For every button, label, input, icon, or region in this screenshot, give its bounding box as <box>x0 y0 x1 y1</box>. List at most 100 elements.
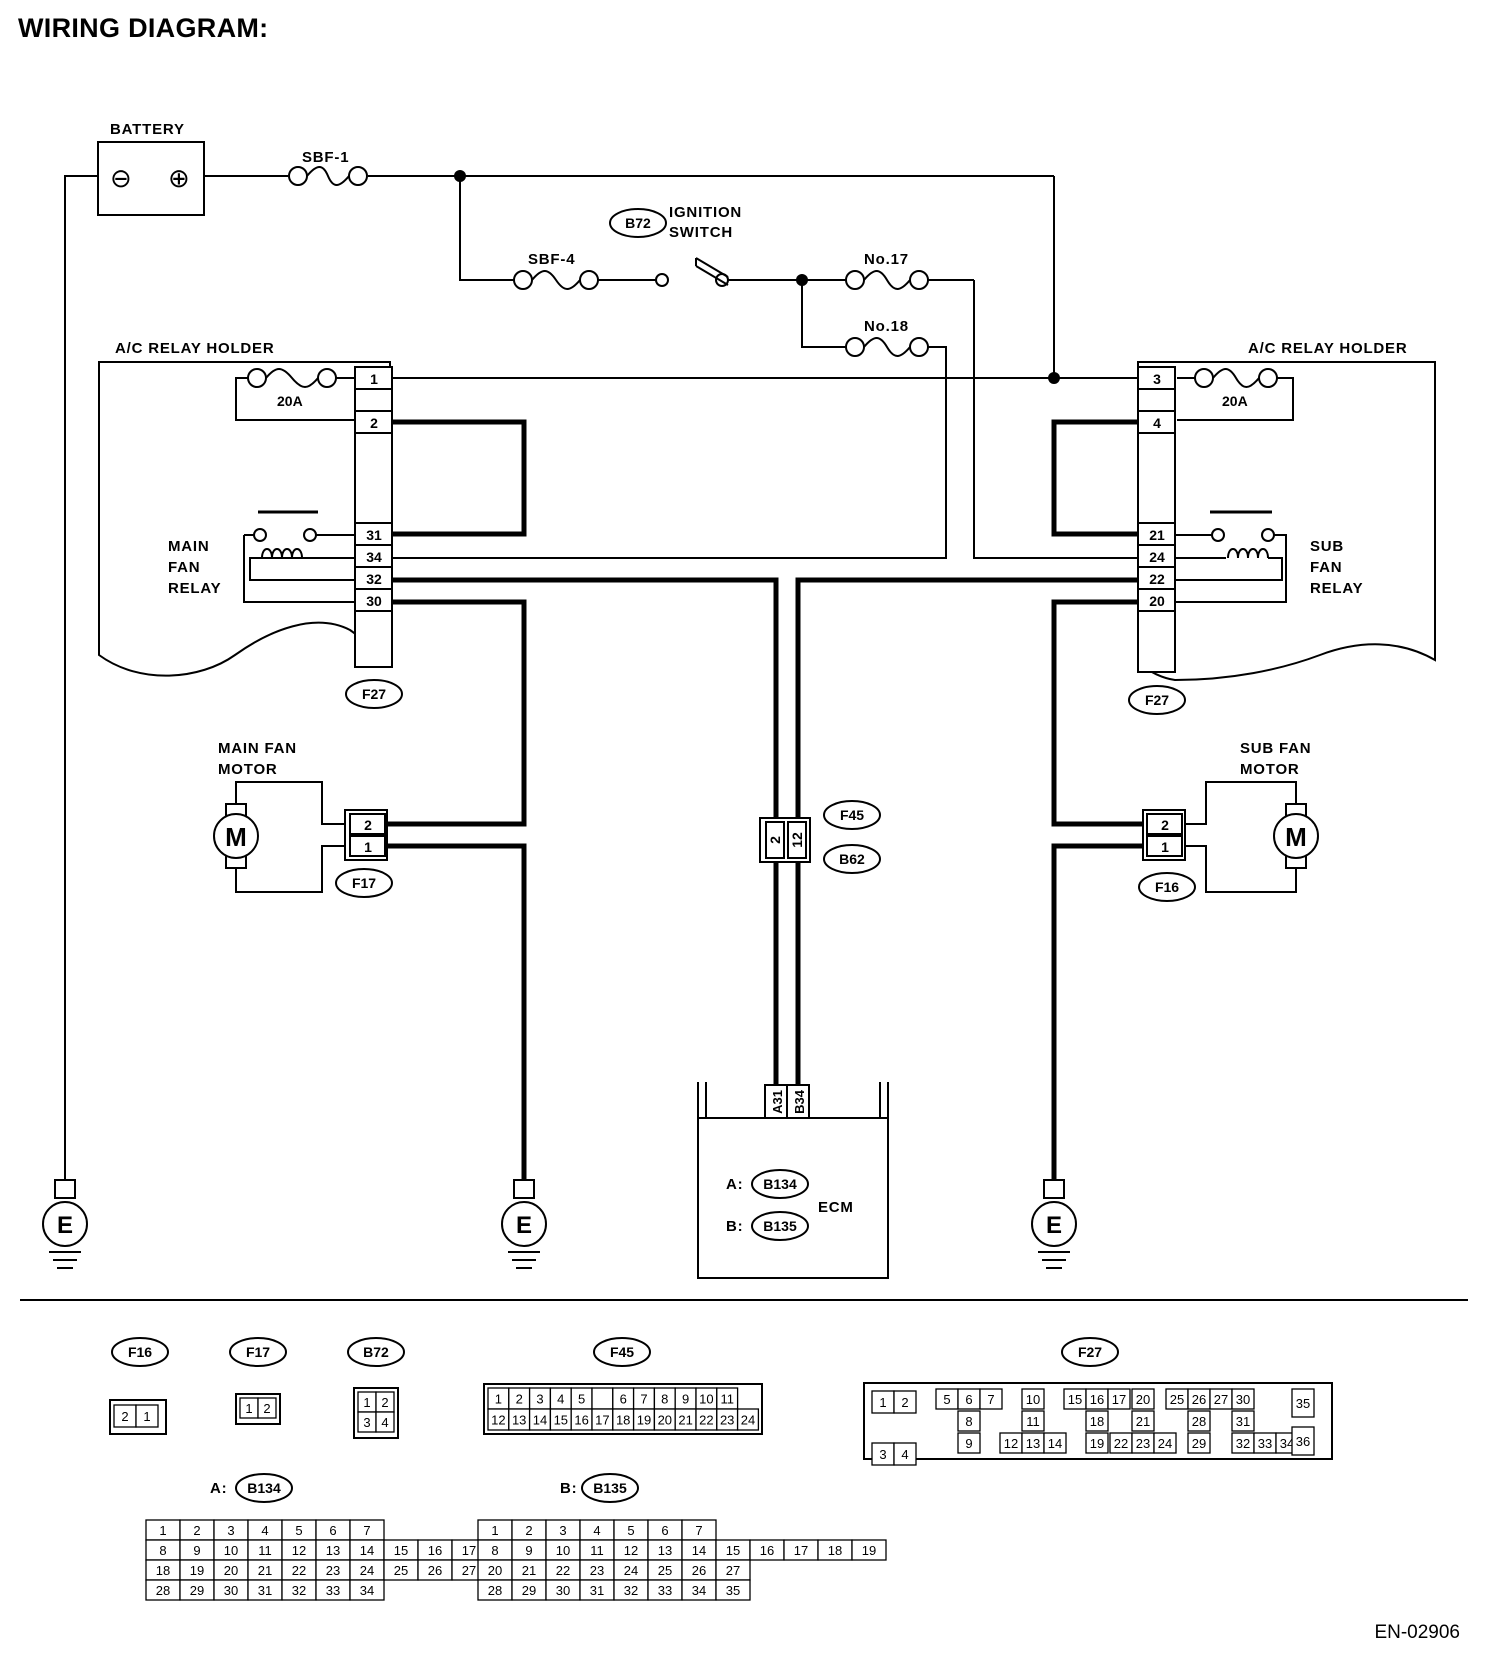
connector-pin-number: 21 <box>678 1413 692 1428</box>
connector-pin-number: 16 <box>574 1413 588 1428</box>
ecm: A31 B34 A: B134 B: B135 ECM <box>697 1082 889 1279</box>
connector-pin-number: 15 <box>1068 1392 1082 1407</box>
connector-pin-number: 8 <box>491 1543 498 1558</box>
connector-pin-cell <box>893 1442 917 1466</box>
connector-pin-number: 30 <box>556 1583 570 1598</box>
connector-pin-number: 1 <box>491 1523 498 1538</box>
connector-pin-number: 11 <box>1026 1414 1040 1429</box>
connector-pin-number: 17 <box>1112 1392 1126 1407</box>
pin-label: 22 <box>1149 571 1165 587</box>
battery-positive-terminal: ⊕ <box>168 163 190 193</box>
connector-pin-number: 34 <box>360 1583 374 1598</box>
connector-pin-number: 14 <box>692 1543 706 1558</box>
connector-pin-number: 18 <box>156 1563 170 1578</box>
pin-label: 2 <box>364 817 372 833</box>
ecm-pin-b34: B34 <box>792 1089 807 1114</box>
connector-pin-cell <box>1291 1426 1315 1456</box>
connector-pin-cell <box>1085 1432 1109 1454</box>
thick-wires <box>385 419 1145 1180</box>
main-relay-label-2: FAN <box>168 559 200 576</box>
connector-pin-number: 14 <box>533 1413 547 1428</box>
connector-pin-cell <box>1187 1432 1211 1454</box>
connector-pin-number: 9 <box>965 1436 972 1451</box>
connector-pin-number: 21 <box>258 1563 272 1578</box>
connector-pin-cell <box>1107 1388 1131 1410</box>
connector-pin-number: 23 <box>326 1563 340 1578</box>
ecm-b-prefix: B: <box>726 1218 743 1235</box>
connector-pin-number: 10 <box>699 1392 713 1407</box>
main-relay-label-3: RELAY <box>168 580 221 597</box>
connector-pin-number: 1 <box>159 1523 166 1538</box>
connector-pin-number: 8 <box>159 1543 166 1558</box>
junction-dot <box>454 170 466 182</box>
diagram-title: WIRING DIAGRAM: <box>18 13 268 43</box>
view-f16-tag: F16 <box>128 1344 152 1360</box>
connector-pin-number: 19 <box>1090 1436 1104 1451</box>
connector-pin-number: 23 <box>1136 1436 1150 1451</box>
connector-b72-tag: B72 <box>625 215 651 231</box>
connector-pin-number: 27 <box>462 1563 476 1578</box>
connector-pin-number: 4 <box>381 1415 388 1430</box>
pin-label: 12 <box>789 832 805 848</box>
fuse-no18-label: No.18 <box>864 318 909 335</box>
battery-label: BATTERY <box>110 121 185 138</box>
pin-label: 34 <box>366 549 382 565</box>
connector-pin-number: 28 <box>156 1583 170 1598</box>
motor-symbol: M <box>225 822 247 852</box>
connector-pin-number: 10 <box>224 1543 238 1558</box>
connector-pin-cell <box>1085 1410 1109 1432</box>
connector-pin-number: 25 <box>394 1563 408 1578</box>
connector-pin-number: 33 <box>326 1583 340 1598</box>
connector-pin-number: 4 <box>261 1523 268 1538</box>
connector-pin-number: 11 <box>590 1543 604 1558</box>
connector-pin-number: 1 <box>143 1409 150 1424</box>
fuse-20a-label: 20A <box>1222 393 1248 409</box>
sub-relay-label-3: RELAY <box>1310 580 1363 597</box>
view-b134-prefix: A: <box>210 1480 227 1497</box>
ground-left: E <box>42 1179 88 1269</box>
connector-pin-number: 3 <box>227 1523 234 1538</box>
connector-pin-number: 13 <box>1026 1436 1040 1451</box>
junction-dot <box>1048 372 1060 384</box>
connector-f45-tag: F45 <box>840 807 864 823</box>
connector-pin-number: 7 <box>987 1392 994 1407</box>
connector-pin-number: 2 <box>121 1409 128 1424</box>
connector-pin-number: 1 <box>363 1395 370 1410</box>
connector-pin-number: 32 <box>624 1583 638 1598</box>
connector-pin-number: 7 <box>640 1392 647 1407</box>
sub-relay-label-1: SUB <box>1310 538 1344 555</box>
connector-pin-number: 5 <box>578 1392 585 1407</box>
ground-center: E <box>501 1179 547 1269</box>
document-code: EN-02906 <box>1374 1622 1460 1643</box>
connector-pin-number: 28 <box>1192 1414 1206 1429</box>
connector-pin-number: 3 <box>536 1392 543 1407</box>
connector-pin-number: 8 <box>661 1392 668 1407</box>
connector-pin-cell <box>1131 1410 1155 1432</box>
connector-pin-number: 16 <box>760 1543 774 1558</box>
connector-pin-number: 27 <box>726 1563 740 1578</box>
connector-pin-cell <box>257 1397 277 1419</box>
connector-pin-number: 29 <box>522 1583 536 1598</box>
connector-pin-cell <box>591 1387 614 1410</box>
connector-pin-cell <box>1153 1432 1177 1454</box>
connector-pin-number: 20 <box>224 1563 238 1578</box>
connector-b62-tag: B62 <box>839 851 865 867</box>
connector-pin-number: 10 <box>556 1543 570 1558</box>
view-f27-tag: F27 <box>1078 1344 1102 1360</box>
connector-pin-number: 18 <box>1090 1414 1104 1429</box>
connector-pin-cell <box>957 1432 981 1454</box>
connector-f16-tag: F16 <box>1155 879 1179 895</box>
ignition-switch: B72 IGNITION SWITCH <box>609 204 741 287</box>
connector-pin-cell <box>715 1579 751 1601</box>
connector-pin-number: 6 <box>620 1392 627 1407</box>
connector-pin-number: 4 <box>901 1447 908 1462</box>
connector-pin-number: 25 <box>1170 1392 1184 1407</box>
connector-pin-cell <box>1021 1388 1045 1410</box>
connector-pin-number: 22 <box>556 1563 570 1578</box>
motor-symbol: M <box>1285 822 1307 852</box>
connector-pin-number: 13 <box>658 1543 672 1558</box>
main-motor-label-1: MAIN FAN <box>218 740 297 757</box>
connector-pin-cell <box>736 1408 760 1431</box>
connector-pin-number: 24 <box>360 1563 374 1578</box>
connector-pin-cell <box>1131 1388 1155 1410</box>
